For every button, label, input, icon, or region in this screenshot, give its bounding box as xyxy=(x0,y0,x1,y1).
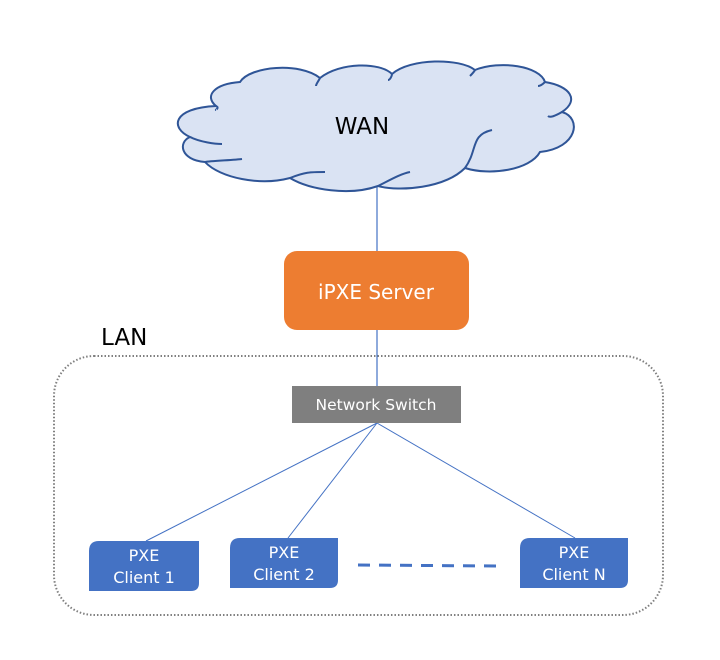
client-2-line2: Client 2 xyxy=(253,565,315,584)
switch-label: Network Switch xyxy=(316,396,437,414)
client-1-box xyxy=(89,541,199,591)
ipxe-server-node: iPXE Server xyxy=(284,251,469,330)
client-n-line1: PXE xyxy=(559,543,590,562)
cloud-shape xyxy=(176,60,575,192)
switch-to-client-n-link xyxy=(376,422,576,539)
lan-label: LAN xyxy=(101,325,147,351)
pxe-client-n: PXE Client N xyxy=(520,538,628,588)
client-n-box xyxy=(520,538,628,588)
client-1-line2: Client 1 xyxy=(113,568,175,587)
network-switch-node: Network Switch xyxy=(292,386,461,423)
client-2-line1: PXE xyxy=(269,543,300,562)
switch-to-client-1-link xyxy=(145,422,378,542)
server-label: iPXE Server xyxy=(318,280,435,304)
switch-to-client-2-link xyxy=(287,422,378,539)
wan-label: WAN xyxy=(335,114,389,140)
client-2-box xyxy=(230,538,338,588)
pxe-client-2: PXE Client 2 xyxy=(230,538,338,588)
more-clients-dashed-line xyxy=(357,563,498,568)
wan-cloud: WAN xyxy=(176,60,575,192)
pxe-client-1: PXE Client 1 xyxy=(89,541,199,591)
server-box xyxy=(284,251,469,330)
switch-box xyxy=(292,386,461,423)
client-n-line2: Client N xyxy=(542,565,605,584)
client-1-line1: PXE xyxy=(129,546,160,565)
